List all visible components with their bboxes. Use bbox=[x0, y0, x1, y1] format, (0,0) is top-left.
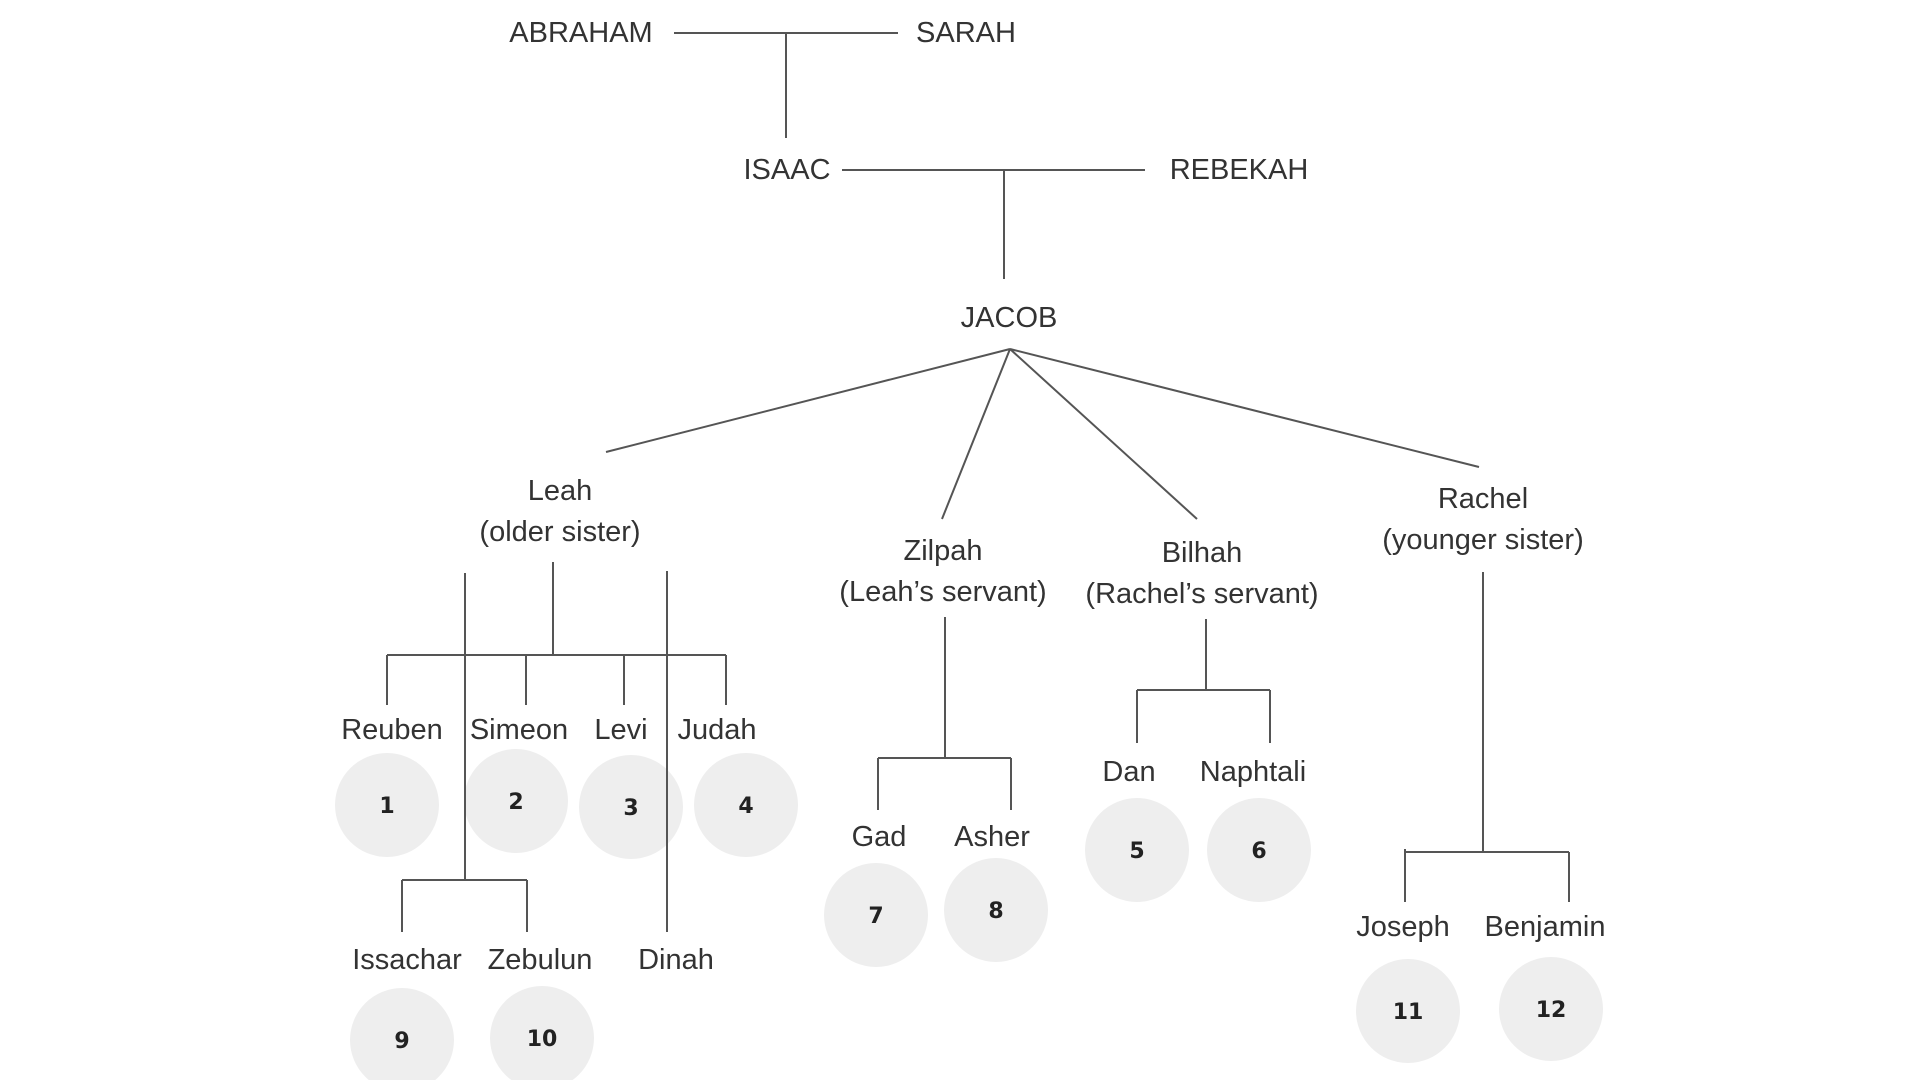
connector-lines bbox=[386, 32, 1570, 932]
child-gad-name: Gad bbox=[852, 821, 907, 853]
number-circle-naphtali bbox=[1207, 798, 1311, 902]
child-benjamin-number: 12 bbox=[1536, 998, 1567, 1023]
number-labels: 1 2 3 4 7 8 5 6 9 10 11 12 bbox=[379, 790, 1566, 1054]
name-labels: ABRAHAM SARAH ISAAC REBEKAH JACOB Leah (… bbox=[341, 17, 1605, 976]
jacob-to-rachel-line bbox=[1009, 348, 1480, 468]
child-joseph-number: 11 bbox=[1393, 1000, 1424, 1025]
number-circle-zebulun bbox=[490, 986, 594, 1080]
child-zebulun-number: 10 bbox=[527, 1027, 558, 1052]
person-sarah: SARAH bbox=[916, 17, 1016, 49]
number-circle-issachar bbox=[350, 988, 454, 1080]
person-rebekah: REBEKAH bbox=[1170, 154, 1309, 186]
child-levi-name: Levi bbox=[594, 714, 647, 746]
child-simeon-name: Simeon bbox=[470, 714, 568, 746]
person-isaac: ISAAC bbox=[743, 154, 830, 186]
child-judah-name: Judah bbox=[677, 714, 756, 746]
wife-zilpah-note: (Leah’s servant) bbox=[839, 576, 1046, 608]
child-issachar-number: 9 bbox=[394, 1029, 409, 1054]
wife-leah-name: Leah bbox=[528, 475, 593, 507]
wife-leah-note: (older sister) bbox=[479, 516, 640, 548]
number-circle-gad bbox=[824, 863, 928, 967]
child-naphtali-number: 6 bbox=[1251, 839, 1266, 864]
child-naphtali-name: Naphtali bbox=[1200, 756, 1306, 788]
child-judah-number: 4 bbox=[738, 794, 753, 819]
wife-rachel-name: Rachel bbox=[1438, 483, 1528, 515]
child-reuben-name: Reuben bbox=[341, 714, 443, 746]
foreground-lines bbox=[464, 740, 668, 932]
number-circle-joseph bbox=[1356, 959, 1460, 1063]
child-reuben-number: 1 bbox=[379, 794, 394, 819]
number-circle-benjamin bbox=[1499, 957, 1603, 1061]
child-issachar-name: Issachar bbox=[352, 944, 462, 976]
child-zebulun-name: Zebulun bbox=[488, 944, 593, 976]
number-circle-asher bbox=[944, 858, 1048, 962]
child-dinah-name: Dinah bbox=[638, 944, 714, 976]
jacob-to-leah-line bbox=[605, 348, 1011, 453]
wife-rachel-note: (younger sister) bbox=[1382, 524, 1583, 556]
jacob-to-zilpah-line bbox=[941, 348, 1011, 520]
child-joseph-name: Joseph bbox=[1356, 911, 1450, 943]
number-circle-reuben bbox=[335, 753, 439, 857]
number-circles bbox=[335, 749, 1603, 1080]
wife-bilhah-note: (Rachel’s servant) bbox=[1085, 578, 1318, 610]
child-benjamin-name: Benjamin bbox=[1485, 911, 1606, 943]
wife-zilpah-name: Zilpah bbox=[904, 535, 983, 567]
number-circle-simeon bbox=[464, 749, 568, 853]
jacob-to-bilhah-line bbox=[1009, 348, 1198, 520]
person-jacob: JACOB bbox=[961, 302, 1058, 334]
child-asher-number: 8 bbox=[988, 899, 1003, 924]
number-circle-dan bbox=[1085, 798, 1189, 902]
child-simeon-number: 2 bbox=[508, 790, 523, 815]
wife-bilhah-name: Bilhah bbox=[1162, 537, 1243, 569]
child-dan-number: 5 bbox=[1129, 839, 1144, 864]
child-asher-name: Asher bbox=[954, 821, 1030, 853]
child-gad-number: 7 bbox=[868, 904, 883, 929]
person-abraham: ABRAHAM bbox=[509, 17, 652, 49]
child-levi-number: 3 bbox=[623, 796, 638, 821]
child-dan-name: Dan bbox=[1102, 756, 1155, 788]
number-circle-judah bbox=[694, 753, 798, 857]
number-circle-levi bbox=[579, 755, 683, 859]
